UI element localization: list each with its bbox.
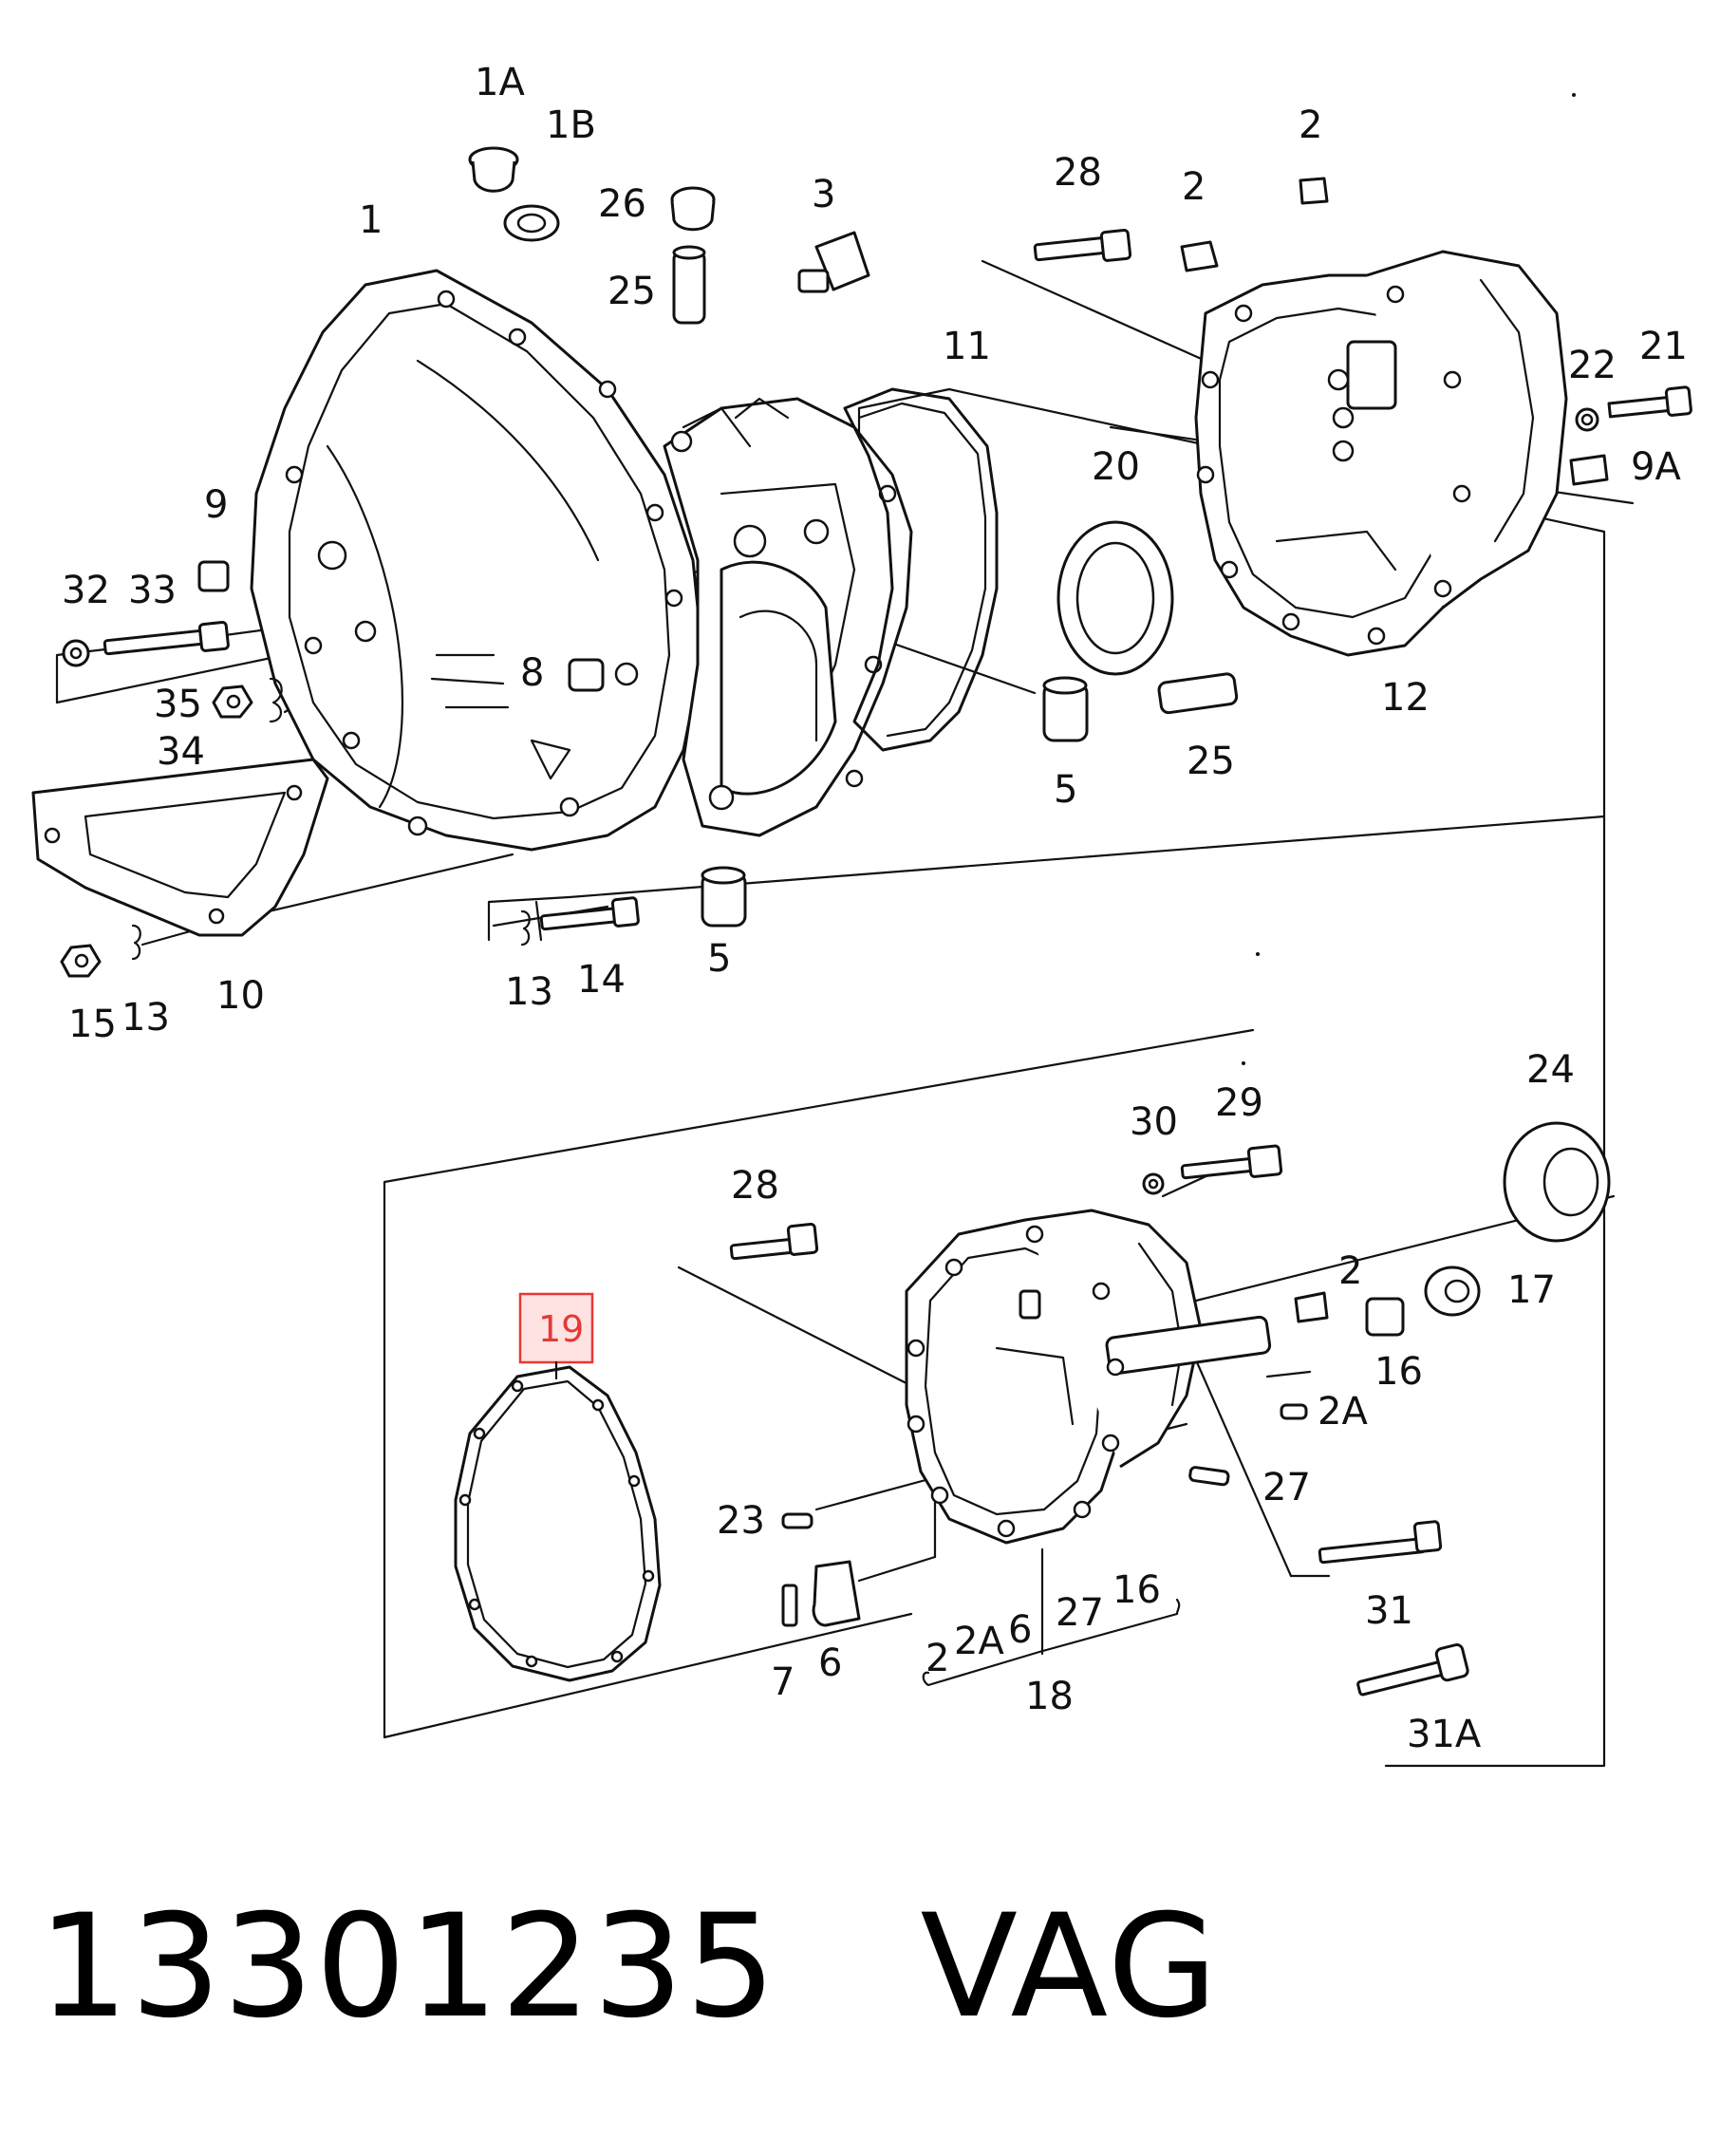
- callout-29: 29: [1215, 1081, 1263, 1125]
- brand-name: VAG: [920, 1884, 1220, 2050]
- callout-24: 24: [1526, 1048, 1575, 1092]
- group-18-brace: [922, 1547, 1181, 1687]
- callout-10: 10: [216, 974, 265, 1018]
- callout-31A: 31A: [1407, 1713, 1482, 1756]
- callout-7: 7: [771, 1660, 795, 1704]
- callout-28-top: 28: [1054, 151, 1102, 195]
- callout-14: 14: [577, 958, 626, 1002]
- callout-2-top-left: 2: [1182, 165, 1206, 209]
- callout-28-lower: 28: [731, 1164, 779, 1208]
- callout-35: 35: [154, 683, 202, 726]
- callout-31: 31: [1365, 1589, 1413, 1633]
- callout-6: 6: [818, 1641, 842, 1685]
- callout-25-top: 25: [608, 270, 656, 313]
- callout-19: 19: [538, 1308, 584, 1350]
- callout-33: 33: [128, 569, 177, 612]
- callout-34: 34: [157, 730, 205, 774]
- callout-32: 32: [62, 569, 110, 612]
- cover-plate-part-10: [31, 758, 329, 937]
- center-housing-part-12: [1194, 250, 1568, 657]
- callout-2-lower: 2: [1338, 1249, 1362, 1293]
- callout-30: 30: [1130, 1100, 1178, 1144]
- callout-2-top-right: 2: [1299, 103, 1322, 147]
- callout-13-left: 13: [122, 996, 170, 1040]
- bell-housing-part-1: [250, 269, 913, 852]
- stray-marks: [1242, 93, 1576, 1065]
- callout-12: 12: [1381, 676, 1430, 720]
- callout-8: 8: [520, 651, 544, 695]
- callout-9: 9: [204, 483, 228, 527]
- callout-1A: 1A: [475, 61, 525, 104]
- callout-20: 20: [1092, 445, 1140, 489]
- callout-22: 22: [1568, 344, 1617, 387]
- callout-18: 18: [1025, 1675, 1074, 1718]
- group18-item-2: 2A: [954, 1620, 1004, 1663]
- callout-23: 23: [717, 1499, 765, 1543]
- group18-item-3: 6: [1008, 1608, 1032, 1652]
- callout-25-mid: 25: [1187, 740, 1235, 783]
- callout-2A: 2A: [1318, 1390, 1368, 1434]
- callout-17: 17: [1507, 1268, 1556, 1312]
- gasket-part-11: [843, 387, 999, 752]
- callout-27: 27: [1262, 1466, 1311, 1509]
- callout-3: 3: [812, 173, 835, 216]
- callout-labels: 1A 1B 1 26 25 3 28 2 2 11 21 22 9A 20 9 …: [62, 61, 1688, 1756]
- callout-13-center: 13: [505, 970, 553, 1014]
- callout-1: 1: [359, 198, 383, 242]
- callout-9A: 9A: [1631, 445, 1681, 489]
- rear-housing-part-18: [905, 1209, 1272, 1545]
- callout-15: 15: [68, 1003, 117, 1046]
- part-number-caption: 13301235 VAG: [38, 1884, 1220, 2050]
- callout-21: 21: [1639, 325, 1688, 368]
- part-number: 13301235: [38, 1884, 778, 2050]
- group18-item-1: 2: [925, 1637, 949, 1680]
- callout-5-right: 5: [1054, 768, 1077, 812]
- callout-5-center: 5: [707, 937, 731, 981]
- gasket-part-19: [454, 1365, 662, 1682]
- group18-item-5: 16: [1112, 1568, 1161, 1612]
- callout-16: 16: [1374, 1350, 1423, 1394]
- callout-11: 11: [943, 325, 991, 368]
- callout-1B: 1B: [546, 103, 596, 147]
- hardware-parts: [60, 146, 1692, 1697]
- callout-26: 26: [598, 182, 646, 226]
- group18-item-4: 27: [1056, 1591, 1104, 1635]
- highlighted-callout-19[interactable]: 19: [518, 1292, 594, 1380]
